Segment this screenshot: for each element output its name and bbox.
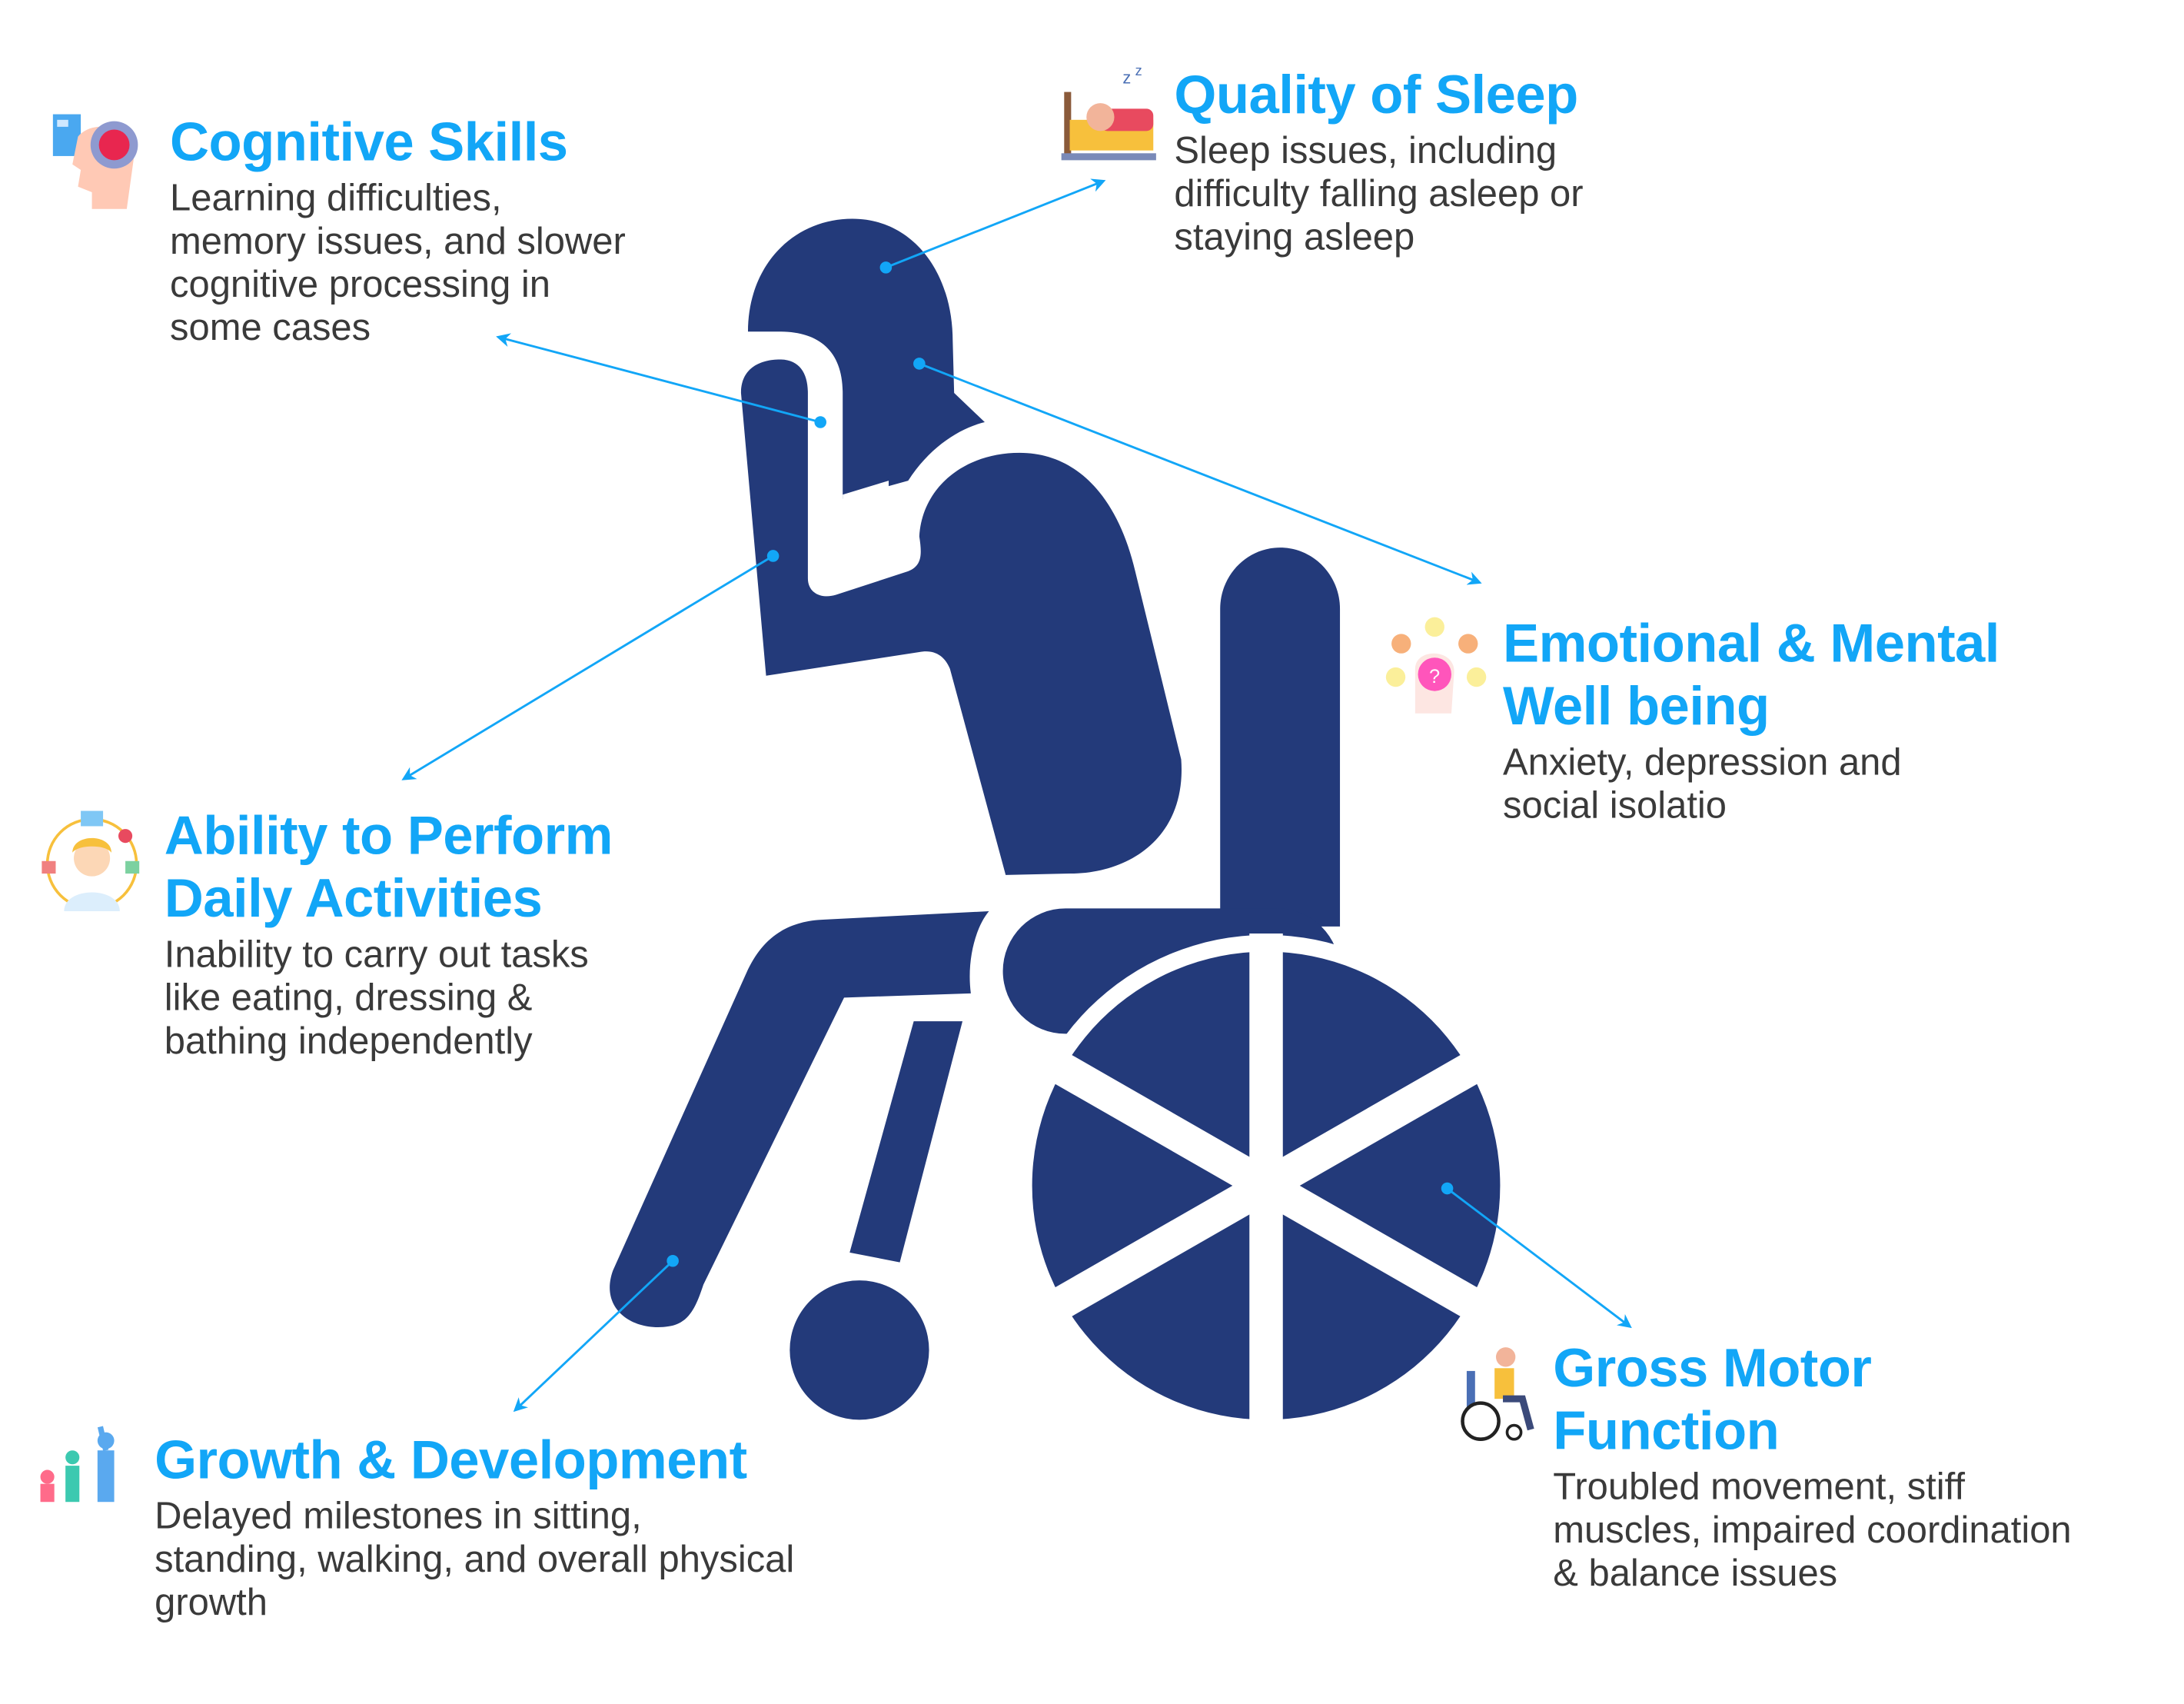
body-line: Troubled movement, stiff bbox=[1553, 1466, 1965, 1508]
section-gross-motor-function: Gross Motor Function Troubled movement, … bbox=[1553, 1337, 2071, 1595]
arrow-growth bbox=[513, 1260, 674, 1413]
emotions-head-icon: ? bbox=[1385, 617, 1487, 714]
body-line: Anxiety, depression and bbox=[1503, 741, 1902, 784]
body-line: difficulty falling asleep or bbox=[1174, 172, 1584, 215]
svg-text:z: z bbox=[1122, 68, 1131, 88]
body-line: bathing independently bbox=[164, 1020, 533, 1062]
body-line: standing, walking, and overall physical bbox=[155, 1538, 795, 1580]
title-line: Ability to Perform bbox=[164, 807, 613, 867]
caster-wheel bbox=[789, 1280, 929, 1420]
section-description: Inability to carry out tasks like eating… bbox=[165, 934, 613, 1063]
svg-text:?: ? bbox=[1429, 666, 1440, 687]
title-line: Well being bbox=[1503, 677, 1770, 737]
section-description: Troubled movement, stiff muscles, impair… bbox=[1553, 1466, 2071, 1596]
section-growth-development: Growth & Development Delayed milestones … bbox=[155, 1429, 794, 1625]
title-line: Emotional & Mental bbox=[1503, 614, 2000, 674]
figure-forearm-gap bbox=[843, 481, 889, 551]
body-line: memory issues, and slower bbox=[170, 220, 626, 262]
section-emotional-mental-wellbeing: Emotional & Mental Well being Anxiety, d… bbox=[1503, 613, 2000, 827]
section-quality-of-sleep: Quality of Sleep Sleep issues, including… bbox=[1174, 64, 1583, 259]
title-line: Growth & Development bbox=[155, 1430, 747, 1491]
body-line: Sleep issues, including bbox=[1174, 129, 1557, 171]
body-line: some cases bbox=[170, 306, 371, 348]
section-title: Cognitive Skills bbox=[170, 111, 626, 175]
title-line: Cognitive Skills bbox=[170, 112, 568, 173]
section-description: Sleep issues, including difficulty falli… bbox=[1174, 130, 1583, 260]
section-description: Learning difficulties, memory issues, an… bbox=[170, 177, 626, 350]
figure-arm-torso bbox=[740, 359, 1182, 875]
body-line: social isolatio bbox=[1503, 784, 1727, 827]
svg-text:z: z bbox=[1135, 64, 1142, 78]
section-title: Ability to Perform Daily Activities bbox=[165, 805, 613, 930]
title-line: Gross Motor bbox=[1553, 1339, 1872, 1399]
brain-gear-head-icon bbox=[52, 114, 138, 209]
backrest bbox=[1220, 547, 1341, 927]
section-title: Quality of Sleep bbox=[1174, 64, 1583, 127]
body-line: Delayed milestones in sitting, bbox=[155, 1495, 642, 1537]
title-line: Quality of Sleep bbox=[1174, 65, 1578, 126]
daily-activities-person-icon bbox=[42, 810, 140, 911]
arrow-daily bbox=[401, 554, 774, 780]
body-line: cognitive processing in bbox=[170, 263, 550, 305]
section-daily-activities: Ability to Perform Daily Activities Inab… bbox=[165, 805, 613, 1063]
section-title: Gross Motor Function bbox=[1553, 1337, 2071, 1463]
figure-shin bbox=[849, 1021, 963, 1263]
title-line: Daily Activities bbox=[164, 869, 543, 930]
section-cognitive-skills: Cognitive Skills Learning difficulties, … bbox=[170, 111, 626, 350]
body-line: Inability to carry out tasks bbox=[164, 933, 589, 976]
section-description: Delayed milestones in sitting, standing,… bbox=[155, 1495, 794, 1625]
arrow-cognitive bbox=[496, 333, 821, 424]
body-line: staying asleep bbox=[1174, 215, 1415, 258]
title-line: Function bbox=[1553, 1401, 1780, 1462]
figure-thigh bbox=[610, 910, 989, 1328]
arrow-emotional bbox=[919, 362, 1482, 585]
section-title: Emotional & Mental Well being bbox=[1503, 613, 2000, 738]
section-title: Growth & Development bbox=[155, 1429, 794, 1493]
body-line: & balance issues bbox=[1553, 1552, 1838, 1594]
body-line: like eating, dressing & bbox=[164, 977, 533, 1019]
wheelchair-user-icon bbox=[1461, 1347, 1534, 1441]
body-line: growth bbox=[155, 1581, 268, 1623]
figure-head bbox=[747, 218, 986, 499]
arrow-motor bbox=[1446, 1187, 1632, 1329]
body-line: Learning difficulties, bbox=[170, 177, 502, 219]
section-description: Anxiety, depression and social isolatio bbox=[1503, 741, 2000, 827]
arrow-sleep bbox=[885, 178, 1106, 269]
growing-people-icon bbox=[40, 1426, 115, 1503]
body-line: muscles, impaired coordination bbox=[1553, 1509, 2072, 1551]
